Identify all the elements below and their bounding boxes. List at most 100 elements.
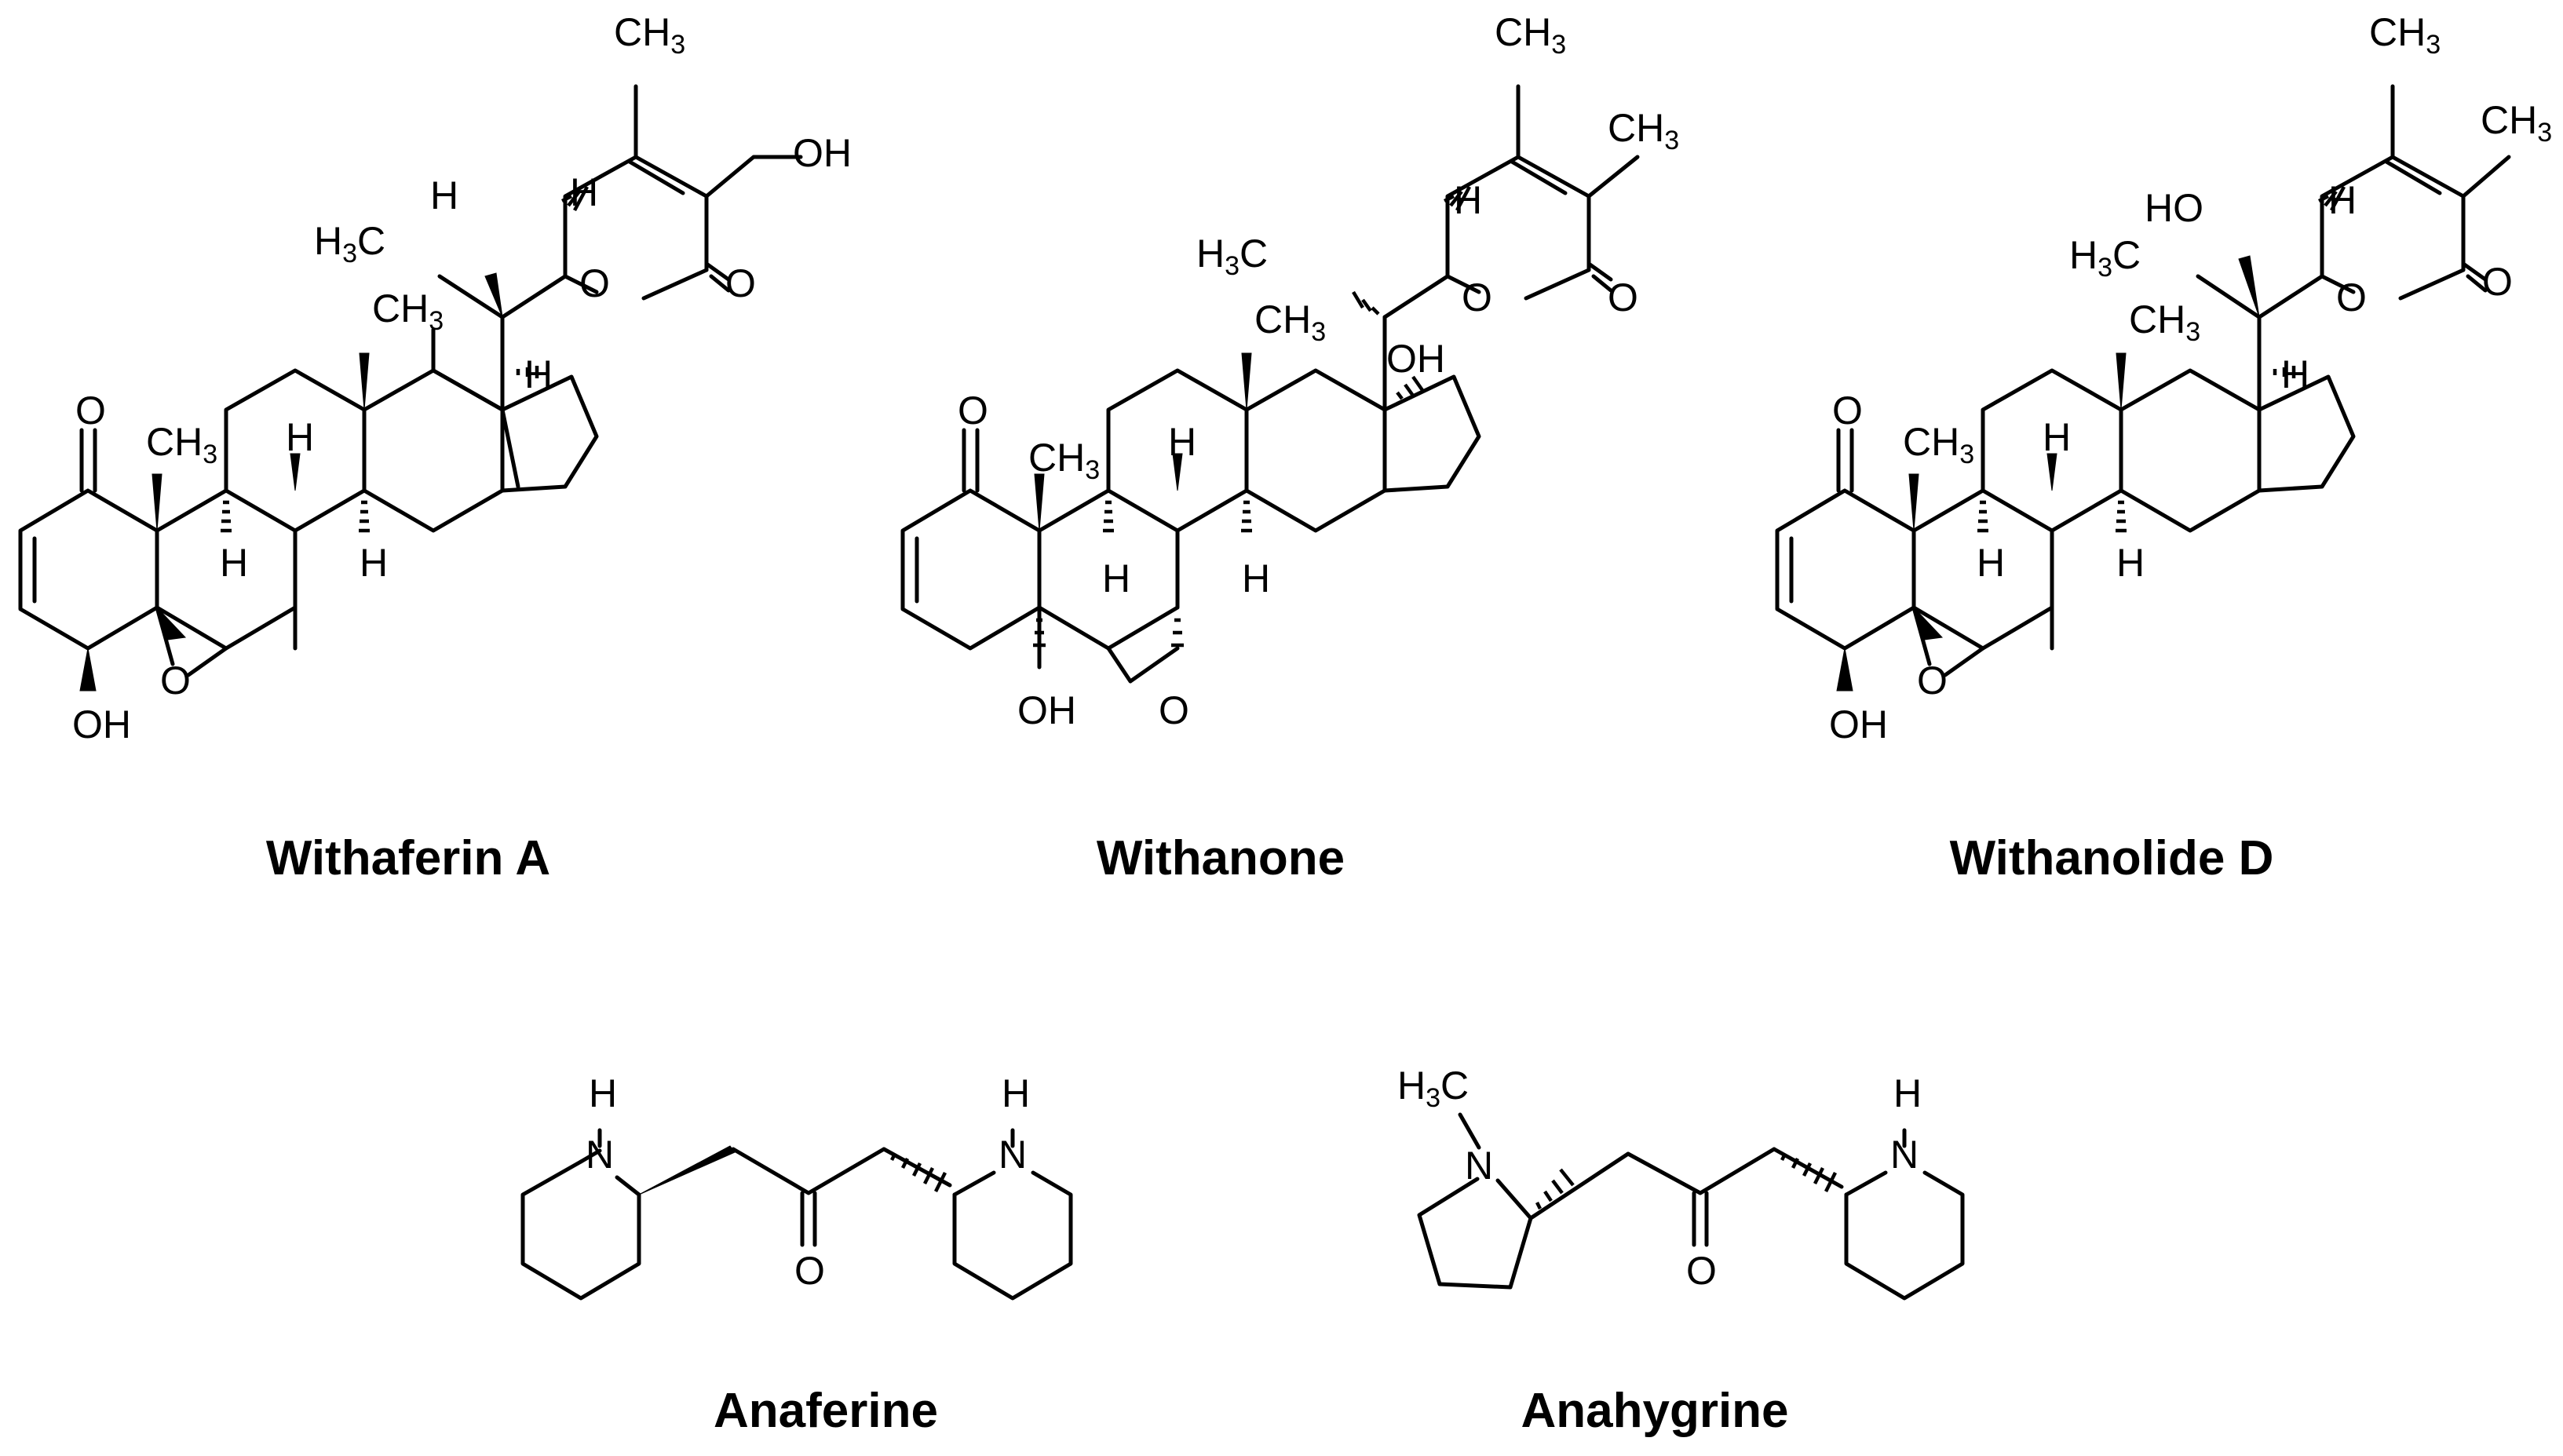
hydroxyl-label: HO <box>2145 186 2203 230</box>
bond <box>563 274 599 294</box>
methyl-label: CH3 <box>2369 10 2441 60</box>
bond <box>1772 1147 1844 1189</box>
bond <box>641 268 709 301</box>
epoxide-oxygen-label: O <box>1159 688 1189 732</box>
hydrogen-label: H <box>570 170 598 214</box>
bond <box>1244 368 1387 533</box>
wedge-bond <box>1913 607 1944 640</box>
hydrogen-label: H <box>220 541 248 585</box>
hydroxyl-label: OH <box>1386 337 1445 381</box>
bond <box>1445 274 1481 294</box>
methyl-label: CH3 <box>1608 106 1679 155</box>
carbonyl-oxygen-label: O <box>1608 276 1638 319</box>
wedge-bond <box>484 272 503 318</box>
wedge-bond <box>1034 473 1045 531</box>
bond <box>1417 1177 1533 1290</box>
carbonyl-oxygen-label: O <box>2482 260 2513 304</box>
hydroxyl-label: OH <box>793 131 852 175</box>
hydrogen-label: H <box>1977 541 2005 585</box>
hydrogen-label: H <box>430 173 458 217</box>
bond <box>18 488 159 651</box>
hydrogen-label: H <box>1168 420 1196 464</box>
structure-anaferine: H N O H N <box>520 1071 1073 1301</box>
methyl-label: CH3 <box>614 10 685 60</box>
bond <box>2320 274 2356 294</box>
hydrogen-label: H <box>360 541 388 585</box>
bond <box>500 407 520 489</box>
methyl-label: CH3 <box>372 286 444 336</box>
bond <box>362 368 505 533</box>
ring-oxygen-label: O <box>2336 276 2367 319</box>
bond <box>2257 274 2324 319</box>
hydrogen-label: H <box>286 415 314 459</box>
compound-name-anaferine: Anaferine <box>714 1384 938 1438</box>
bond <box>1981 368 2123 533</box>
wedge-bond <box>79 648 97 692</box>
carbonyl-oxygen-label: O <box>794 1249 825 1293</box>
bond <box>155 488 298 651</box>
bond <box>1775 488 1916 651</box>
hash-bond <box>1033 185 1471 648</box>
bond <box>882 1147 952 1188</box>
wedge-bond <box>2116 352 2127 411</box>
bond <box>224 368 367 533</box>
nitrogen-label: N <box>999 1133 1027 1177</box>
bond <box>1911 605 1932 666</box>
hydrogen-label: H <box>1454 178 1482 222</box>
compound-name-withanone: Withanone <box>1097 831 1345 885</box>
amine-hydrogen-label: H <box>1002 1071 1030 1115</box>
bond <box>1626 1147 1776 1195</box>
carbonyl-oxygen-label: O <box>725 261 756 305</box>
structure-withanone: CH3 CH3 H H3C O O CH3 OH O CH3 H H H OH … <box>900 10 1679 732</box>
bond <box>520 1159 641 1301</box>
hash-bond <box>1535 1168 1575 1210</box>
bond <box>1382 374 1481 493</box>
methyl-label: H3C <box>1397 1064 1469 1113</box>
bond <box>731 1147 886 1195</box>
bond <box>1037 488 1180 651</box>
bond <box>709 274 731 293</box>
structure-anahygrine: H3C N O H N <box>1397 1064 1965 1301</box>
bond <box>500 374 599 493</box>
bond <box>186 646 228 677</box>
compound-name-anahygrine: Anahygrine <box>1521 1384 1788 1438</box>
bond <box>431 368 505 412</box>
wedge-bond <box>638 1145 736 1195</box>
bond <box>500 274 568 319</box>
bond <box>437 274 505 319</box>
bond <box>1510 159 1568 195</box>
methyl-label: CH3 <box>1495 10 1566 60</box>
bond <box>1445 155 1591 301</box>
hydrogen-label: H <box>2043 415 2071 459</box>
bond <box>2257 374 2356 493</box>
hydroxyl-label: OH <box>1017 688 1076 732</box>
methyl-label: CH3 <box>146 420 217 469</box>
bond <box>563 155 709 279</box>
bond <box>704 155 803 199</box>
epoxide-oxygen-label: O <box>1917 659 1948 702</box>
bond <box>900 488 1042 651</box>
epoxide-oxygen-label: O <box>160 659 191 702</box>
bond <box>615 1175 641 1197</box>
methyl-label: H3C <box>2069 233 2141 283</box>
nitrogen-label: N <box>1465 1144 1493 1188</box>
bond <box>155 605 175 666</box>
carbonyl-oxygen-label: O <box>958 389 988 432</box>
amine-hydrogen-label: H <box>1893 1071 1922 1115</box>
methyl-label: H3C <box>314 219 385 268</box>
carbonyl-oxygen-label: O <box>75 389 106 432</box>
wedge-bond <box>1241 352 1252 411</box>
bond <box>2119 368 2262 533</box>
ring-oxygen-label: O <box>1462 276 1492 319</box>
structure-withaferin-a: CH3 OH H H H3C O O CH3 H O CH3 H H H O O… <box>18 10 852 746</box>
bond <box>1106 368 1249 533</box>
methyl-label: CH3 <box>1903 420 1974 469</box>
bond <box>1382 274 1450 319</box>
hydrogen-label: H <box>2281 352 2309 396</box>
methyl-label: CH3 <box>2129 297 2200 347</box>
wedge-bond <box>152 473 162 531</box>
bond <box>1586 261 1613 282</box>
wedge-bond <box>2238 255 2260 318</box>
